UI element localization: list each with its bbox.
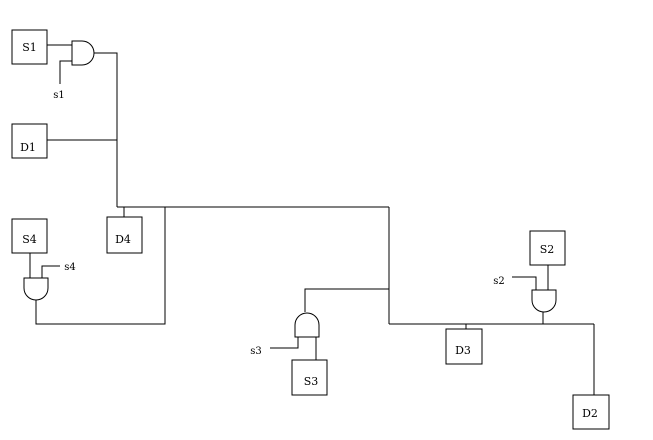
block-s3-label: S3 xyxy=(304,375,319,388)
block-s2-box xyxy=(529,230,566,266)
block-s3-box xyxy=(291,359,328,396)
wire-s1-control xyxy=(59,60,72,84)
wire-s3-control xyxy=(270,337,299,349)
signal-s3-label: s3 xyxy=(250,346,262,357)
wire-gate4-loop xyxy=(35,207,166,325)
block-d1-label: D1 xyxy=(20,141,36,154)
block-d4-label: D4 xyxy=(115,233,131,246)
and-gate-1 xyxy=(71,40,95,66)
block-s1-box xyxy=(11,29,48,65)
block-d3: D3 xyxy=(445,328,483,365)
signal-s4-label: s4 xyxy=(64,262,76,273)
wires xyxy=(29,44,595,395)
block-d3-label: D3 xyxy=(455,344,471,357)
block-d2-label: D2 xyxy=(582,407,598,420)
wire-s2-control xyxy=(512,276,537,290)
block-d3-box xyxy=(445,328,483,365)
and-gates xyxy=(23,40,557,338)
and-gate-3 xyxy=(294,312,320,338)
block-s1-label: S1 xyxy=(22,41,37,54)
block-d4-box xyxy=(106,216,143,254)
wire-s4-control xyxy=(41,265,60,278)
block-s4: S4 xyxy=(11,218,48,254)
and-gate-2 xyxy=(531,289,557,313)
wire-gate1-output xyxy=(94,52,118,207)
block-d2-box xyxy=(572,394,610,430)
wire-to-gate3 xyxy=(304,288,389,312)
signal-s2-label: s2 xyxy=(493,276,505,287)
block-d2: D2 xyxy=(572,394,610,430)
block-s4-box xyxy=(11,218,48,254)
and-gate-4 xyxy=(23,277,49,301)
block-s1: S1 xyxy=(11,29,48,65)
block-s3: S3 xyxy=(291,359,328,396)
signal-s1-label: s1 xyxy=(53,90,65,101)
block-d4: D4 xyxy=(106,216,143,254)
block-d1-box xyxy=(11,123,48,159)
block-s4-label: S4 xyxy=(22,233,37,246)
block-s2: S2 xyxy=(529,230,566,266)
block-s2-label: S2 xyxy=(540,243,555,256)
block-d1: D1 xyxy=(11,123,48,159)
